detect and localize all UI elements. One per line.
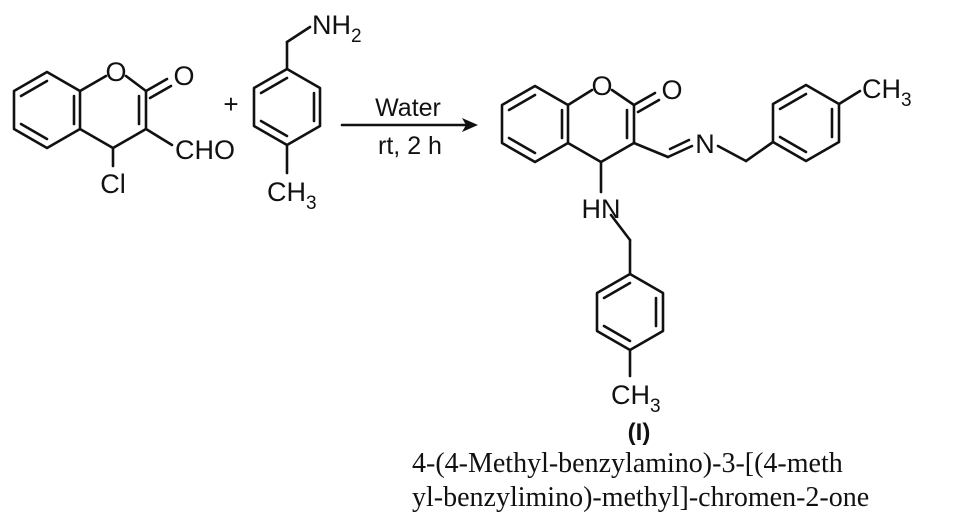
product-methyl-top-label: CH3 (862, 74, 912, 111)
product-amino-label: HN (582, 194, 621, 224)
reactant1-aldehyde-label: CHO (175, 135, 235, 165)
product-methyl-bottom-label: CH3 (611, 380, 661, 417)
product-bonds (500, 83, 862, 378)
conditions-label: rt, 2 h (378, 132, 442, 160)
product-ring-oxygen: O (591, 71, 612, 101)
compound-name-line1: 4-(4-Methyl-benzylamino)-3-[(4-meth (412, 448, 843, 479)
reactant2-methyl-label: CH3 (267, 177, 317, 214)
reactant2-amine-label: NH2 (312, 10, 362, 47)
reaction-arrow (340, 118, 478, 132)
reagent-label: Water (375, 94, 441, 122)
reactant2-bonds (252, 25, 322, 175)
reactant1-chloro-label: Cl (100, 169, 126, 199)
reactant1-ring-oxygen: O (105, 57, 126, 87)
reactant1-carbonyl-oxygen: O (173, 61, 194, 91)
product-carbonyl-oxygen: O (661, 75, 682, 105)
reactant-methylbenzylamine: NH2 CH3 (252, 10, 362, 214)
reactant-chlorocoumarin: O O CHO Cl (12, 57, 235, 199)
reactant1-bonds (12, 70, 174, 168)
product-compound: O O N HN CH3 CH3 (500, 71, 912, 417)
plus-sign: + (223, 89, 238, 119)
compound-label: (I) (628, 419, 651, 446)
product-imine-nitrogen: N (695, 129, 715, 159)
compound-name-line2: yl-benzylimino)-methyl]-chromen-2-one (412, 482, 869, 513)
